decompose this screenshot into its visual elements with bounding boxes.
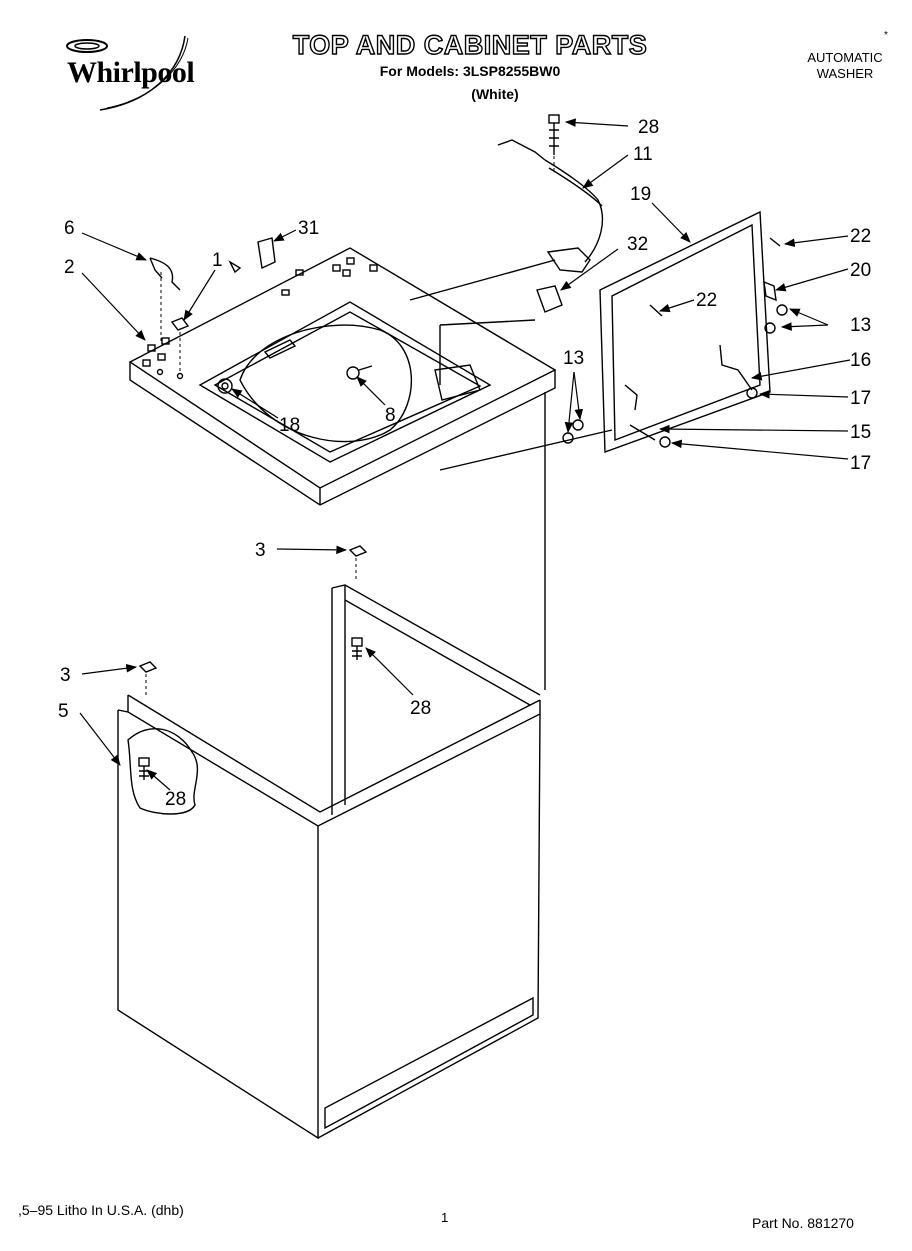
callout-6: 6 (64, 218, 75, 239)
callout-15: 15 (850, 422, 871, 443)
callout-2: 2 (64, 257, 75, 278)
product-type-line2: WASHER (816, 66, 874, 81)
callout-17: 17 (850, 453, 871, 474)
callout-17: 17 (850, 388, 871, 409)
callout-8: 8 (385, 405, 396, 426)
part-bumper-18 (217, 378, 233, 394)
lid-hinge-rod-lower (629, 424, 656, 441)
guide-line (439, 319, 536, 326)
callout-22: 22 (696, 290, 717, 311)
part-hinge-20 (763, 280, 777, 302)
callout-13: 13 (563, 348, 584, 369)
part-bracket-6 (149, 257, 181, 291)
callout-32: 32 (627, 234, 648, 255)
callout-20: 20 (850, 260, 871, 281)
lid-switch-harness (497, 139, 604, 313)
washer-cabinet (117, 584, 541, 1140)
callout-19: 19 (630, 184, 651, 205)
logo-swoosh-icon (66, 35, 189, 111)
callout-16: 16 (850, 350, 871, 371)
callout-13: 13 (850, 315, 871, 336)
callout-3: 3 (255, 540, 266, 561)
part-clip-3a (348, 545, 368, 557)
part-screw-28b (351, 637, 363, 660)
part-clip-3b (138, 661, 158, 673)
callout-18: 18 (279, 415, 300, 436)
guide-line (409, 259, 556, 301)
part-nuts-17 (659, 387, 758, 448)
part-screw-28c (138, 757, 150, 780)
part-number: Part No. 881270 (752, 1215, 854, 1231)
guide-line (439, 429, 613, 471)
callout-22: 22 (850, 226, 871, 247)
callout-31: 31 (298, 218, 319, 239)
lid-hinge-rod (719, 344, 753, 391)
page-title: TOP AND CABINET PARTS (292, 29, 648, 60)
print-info: ,5–95 Litho In U.S.A. (dhb) (18, 1202, 184, 1218)
part-screw-8 (346, 365, 373, 380)
whirlpool-logo: Whirlpool (55, 32, 215, 112)
part-screw-28a (548, 114, 560, 155)
callout-28: 28 (410, 698, 431, 719)
color-variant: (White) (471, 86, 519, 102)
corner-mark: * (884, 30, 888, 41)
part-clip-31 (257, 237, 276, 270)
page-number: 1 (441, 1210, 449, 1225)
part-clip-1 (170, 317, 190, 331)
callout-1: 1 (212, 250, 223, 271)
part-screws-13 (562, 304, 788, 444)
callout-28: 28 (165, 789, 186, 810)
part-plugs-22 (649, 237, 781, 317)
callout-3: 3 (60, 665, 71, 686)
washer-lid (599, 210, 771, 453)
callout-11: 11 (633, 144, 653, 165)
washer-top-panel (128, 247, 557, 506)
brand-name: Whirlpool (67, 56, 195, 89)
model-number: For Models: 3LSP8255BW0 (379, 63, 561, 79)
callout-5: 5 (58, 701, 69, 722)
product-type-line1: AUTOMATIC (807, 50, 883, 65)
callout-28: 28 (638, 117, 659, 138)
